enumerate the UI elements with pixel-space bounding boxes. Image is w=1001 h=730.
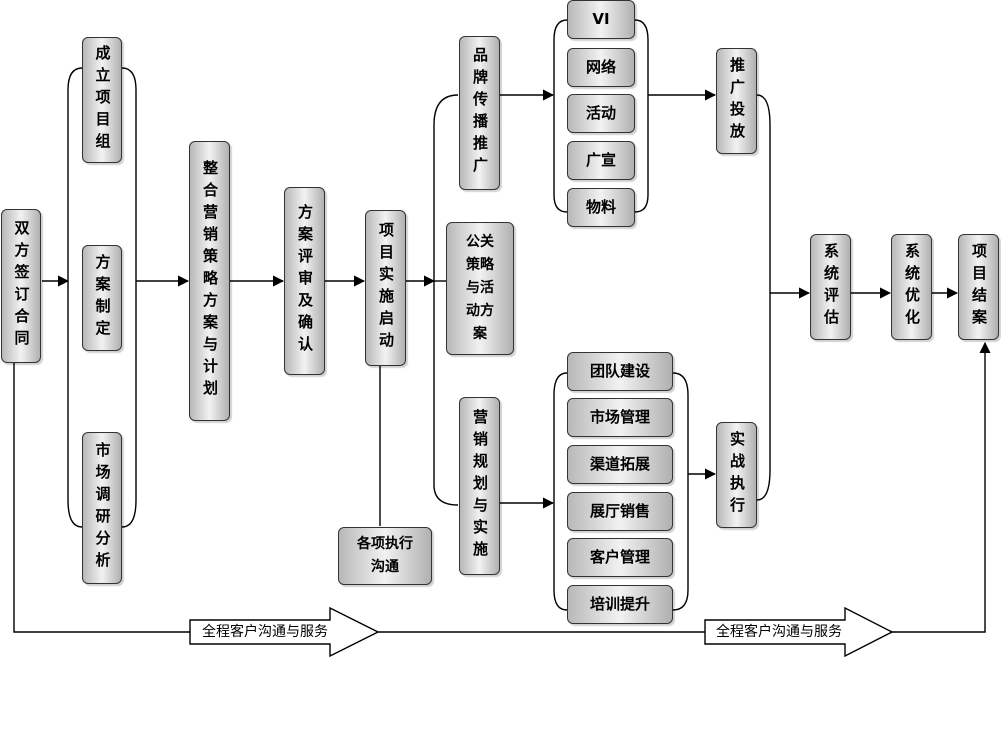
execution-communication-box: 各项执行 沟通 xyxy=(338,527,432,585)
customer-management-box: 客户管理 xyxy=(567,538,673,577)
plan-review-box: 方案评审及确认 xyxy=(284,187,325,375)
material-box: 物料 xyxy=(567,188,635,227)
network-box: 网络 xyxy=(567,48,635,87)
project-launch-box: 项目实施启动 xyxy=(365,210,406,366)
team-building-box: 团队建设 xyxy=(567,352,673,391)
promotion-placement-box: 推广投放 xyxy=(716,48,757,154)
pr-strategy-box: 公关 策略 与活 动方 案 xyxy=(446,222,514,355)
channel-expansion-box: 渠道拓展 xyxy=(567,445,673,484)
integrated-strategy-box: 整合营销策略方案与计划 xyxy=(189,141,230,421)
form-team-box: 成立项目组 xyxy=(82,37,122,163)
project-closure-box: 项目结案 xyxy=(958,234,999,340)
sign-contract-box: 双方签订合同 xyxy=(1,209,41,363)
market-research-box: 市场调研分析 xyxy=(82,432,122,584)
service-arrow-label-right: 全程客户沟通与服务 xyxy=(716,624,842,640)
showroom-sales-box: 展厅销售 xyxy=(567,492,673,531)
market-management-box: 市场管理 xyxy=(567,398,673,437)
practical-execution-box: 实战执行 xyxy=(716,422,757,528)
brand-promotion-box: 品牌传播推广 xyxy=(459,36,500,190)
service-arrow-label-left: 全程客户沟通与服务 xyxy=(202,624,328,640)
plan-making-box: 方案制定 xyxy=(82,245,122,351)
marketing-plan-box: 营销规划与实施 xyxy=(459,397,500,575)
training-box: 培训提升 xyxy=(567,585,673,624)
event-box: 活动 xyxy=(567,94,635,133)
system-evaluation-box: 系统评估 xyxy=(810,234,851,340)
vi-box: VI xyxy=(567,0,635,39)
system-optimization-box: 系统优化 xyxy=(891,234,932,340)
advertising-box: 广宣 xyxy=(567,141,635,180)
